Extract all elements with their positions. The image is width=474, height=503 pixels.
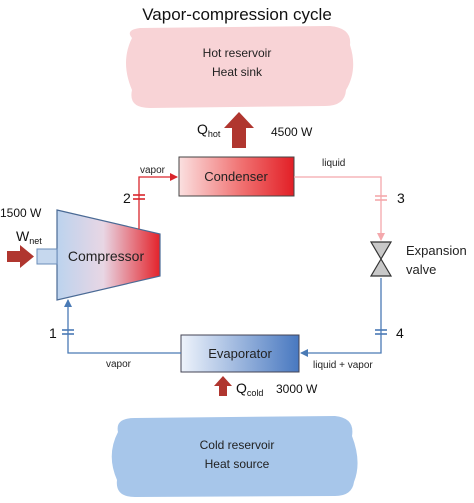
q-cold-symbol: Qcold (236, 380, 263, 398)
q-hot-symbol: Qhot (197, 121, 221, 139)
pipe-valve-to-evaporator (300, 278, 382, 357)
diagram-title: Vapor-compression cycle (142, 5, 332, 24)
q-hot-arrow (224, 112, 254, 148)
flow-label-vapor-top: vapor (140, 165, 166, 176)
expansion-valve (369, 241, 393, 277)
compressor-label: Compressor (68, 248, 145, 264)
cold-reservoir-label: Cold reservoir (200, 438, 275, 452)
hot-reservoir-label: Hot reservoir (203, 46, 272, 60)
condenser-label: Condenser (204, 169, 268, 184)
pipe-compressor-to-condenser (138, 173, 178, 229)
flow-label-vapor-bottom: vapor (106, 359, 132, 370)
pipe-evaporator-to-compressor (64, 299, 181, 354)
flow-label-liquid: liquid (322, 158, 345, 169)
state-marker-4 (375, 329, 387, 335)
state-marker-1 (62, 329, 74, 335)
pipe-condenser-to-valve (294, 176, 385, 241)
state-number-2: 2 (123, 190, 131, 206)
evaporator-box (180, 334, 300, 373)
cold-reservoir-cloud (111, 416, 358, 497)
q-hot-value: 4500 W (271, 125, 313, 139)
state-number-3: 3 (397, 190, 405, 206)
heat-sink-label: Heat sink (212, 65, 263, 79)
state-marker-3 (375, 195, 387, 201)
state-marker-2 (133, 194, 145, 200)
state-number-1: 1 (49, 325, 57, 341)
heat-source-label: Heat source (205, 457, 270, 471)
q-cold-arrow (214, 376, 232, 396)
state-number-4: 4 (396, 325, 404, 341)
expansion-label: Expansion (406, 243, 467, 258)
w-net-symbol: Wnet (16, 228, 42, 246)
work-input-arrow (7, 245, 34, 268)
evaporator-label: Evaporator (208, 346, 272, 361)
w-net-value: 1500 W (0, 206, 42, 220)
q-cold-value: 3000 W (276, 382, 318, 396)
flow-label-liquid-vapor: liquid + vapor (313, 360, 373, 371)
valve-label: valve (406, 262, 436, 277)
compressor-body (56, 209, 161, 301)
hot-reservoir-cloud (126, 26, 354, 108)
compressor-shaft (36, 248, 58, 265)
